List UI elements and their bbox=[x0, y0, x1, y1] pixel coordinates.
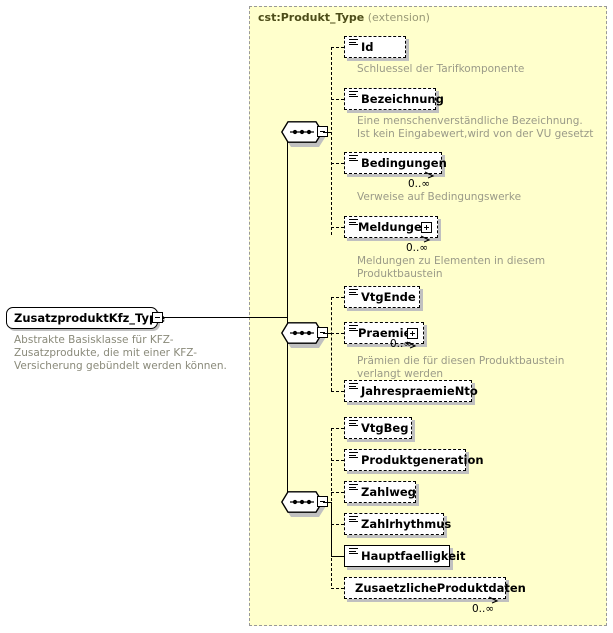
element-label-bedingungen: Bedingungen bbox=[361, 156, 447, 170]
sequence-2-icon bbox=[281, 322, 323, 344]
element-box-vtgende[interactable]: VtgEnde bbox=[344, 286, 420, 308]
root-connector-line bbox=[163, 317, 287, 318]
element-label-vtgbeg: VtgBeg bbox=[361, 421, 409, 435]
element-box-zahlweg[interactable]: Zahlweg bbox=[344, 481, 416, 503]
branch-to-zusaetzlicheproduktdaten bbox=[331, 588, 344, 589]
element-label-produktgeneration: Produktgeneration bbox=[361, 453, 484, 467]
extension-type-title: cst:Produkt_Type (extension) bbox=[258, 11, 430, 24]
element-glyph-icon bbox=[349, 155, 358, 163]
branch-to-zahlrhythmus bbox=[331, 524, 344, 525]
element-glyph-icon bbox=[349, 484, 358, 492]
element-glyph-icon bbox=[349, 516, 358, 524]
occurrence-label-praemie: 0..∞ bbox=[390, 338, 413, 350]
element-box-bedingungen[interactable]: Bedingungen bbox=[344, 152, 447, 174]
element-box-jahrespraemiento[interactable]: JahrespraemieNto bbox=[344, 380, 478, 402]
sequence-compositor-1[interactable] bbox=[281, 121, 328, 147]
element-box-meldungen[interactable]: Meldungen bbox=[344, 216, 438, 238]
element-glyph-icon bbox=[349, 219, 358, 227]
element-label-meldungen: Meldungen bbox=[358, 220, 431, 234]
element-glyph-icon bbox=[349, 91, 358, 99]
sequence-compositor-2[interactable] bbox=[281, 322, 328, 348]
branch-to-meldungen bbox=[331, 227, 344, 228]
element-description-praemie: Prämien die für diesen Produktbaustein v… bbox=[357, 355, 565, 380]
repeat-chevron-icon-praemie bbox=[406, 341, 417, 349]
element-label-praemie: Praemie bbox=[358, 326, 412, 340]
branch-to-vtgbeg bbox=[331, 428, 344, 429]
element-label-id: Id bbox=[361, 40, 374, 54]
element-glyph-icon bbox=[349, 548, 358, 556]
element-description-bedingungen: Verweise auf Bedingungswerke bbox=[357, 191, 522, 203]
branch-to-produktgeneration bbox=[331, 460, 344, 461]
sequence-3-collapse-toggle-icon[interactable] bbox=[317, 496, 328, 507]
element-box-vtgbeg[interactable]: VtgBeg bbox=[344, 417, 412, 439]
element-glyph-icon bbox=[349, 383, 358, 391]
sequence-2-branch-vertical bbox=[331, 297, 332, 391]
trunk-vertical-line bbox=[287, 132, 288, 502]
element-label-zahlweg: Zahlweg bbox=[361, 485, 416, 499]
root-type-node[interactable]: ZusatzproduktKfz_Type bbox=[6, 307, 165, 329]
root-type-description: Abstrakte Basisklasse für KFZ-Zusatzprod… bbox=[14, 334, 227, 372]
sequence-3-branch-vertical-required bbox=[331, 502, 332, 554]
element-expand-toggle-icon-meldungen[interactable] bbox=[421, 222, 432, 233]
sequence-3-icon bbox=[281, 491, 323, 513]
element-box-praemie[interactable]: Praemie bbox=[344, 322, 424, 344]
element-glyph-icon bbox=[349, 420, 358, 428]
branch-to-praemie bbox=[331, 333, 344, 334]
element-description-id: Schluessel der Tarifkomponente bbox=[357, 63, 525, 75]
occurrence-label-bedingungen: 0..∞ bbox=[408, 178, 431, 190]
element-box-hauptfaelligkeit[interactable]: Hauptfaelligkeit bbox=[344, 545, 466, 567]
repeat-chevron-icon-zusaetzlicheproduktdaten bbox=[488, 596, 499, 604]
element-box-produktgeneration[interactable]: Produktgeneration bbox=[344, 449, 484, 471]
occurrence-label-zusaetzlicheproduktdaten: 0..∞ bbox=[472, 603, 495, 615]
occurrence-label-meldungen: 0..∞ bbox=[406, 242, 429, 254]
branch-to-vtgende bbox=[331, 297, 344, 298]
element-expand-toggle-icon-praemie[interactable] bbox=[407, 328, 418, 339]
element-glyph-icon bbox=[349, 452, 358, 460]
element-label-jahrespraemiento: JahrespraemieNto bbox=[361, 384, 478, 398]
branch-to-id bbox=[331, 47, 344, 48]
element-description-bezeichnung: Eine menschenverständliche Bezeichnung. … bbox=[357, 115, 594, 140]
element-box-zahlrhythmus[interactable]: Zahlrhythmus bbox=[344, 513, 451, 535]
repeat-chevron-icon-bedingungen bbox=[424, 171, 435, 179]
element-label-vtgende: VtgEnde bbox=[361, 290, 416, 304]
sequence-compositor-3[interactable] bbox=[281, 491, 328, 517]
sequence-1-branch-vertical bbox=[331, 47, 332, 235]
branch-to-bezeichnung bbox=[331, 99, 344, 100]
element-label-hauptfaelligkeit: Hauptfaelligkeit bbox=[361, 549, 466, 563]
branch-to-jahrespraemiento bbox=[331, 391, 344, 392]
element-glyph-icon bbox=[349, 325, 358, 333]
branch-to-zahlweg bbox=[331, 492, 344, 493]
element-label-bezeichnung: Bezeichnung bbox=[361, 92, 444, 106]
branch-to-bedingungen bbox=[331, 163, 344, 164]
element-description-meldungen: Meldungen zu Elementen in diesem Produkt… bbox=[357, 255, 546, 280]
extension-type-name: cst:Produkt_Type bbox=[258, 11, 365, 24]
element-box-bezeichnung[interactable]: Bezeichnung bbox=[344, 88, 444, 110]
root-collapse-toggle-icon[interactable] bbox=[152, 312, 163, 323]
branch-to-hauptfaelligkeit bbox=[331, 556, 344, 557]
element-glyph-icon bbox=[349, 39, 358, 47]
element-glyph-icon bbox=[349, 289, 358, 297]
sequence-2-out-stem bbox=[323, 333, 331, 334]
repeat-chevron-icon-meldungen bbox=[420, 235, 431, 243]
sequence-1-collapse-toggle-icon[interactable] bbox=[317, 126, 328, 137]
sequence-2-collapse-toggle-icon[interactable] bbox=[317, 327, 328, 338]
extension-kind-label: (extension) bbox=[367, 11, 430, 24]
element-label-zusaetzlicheproduktdaten: ZusaetzlicheProduktdaten bbox=[355, 581, 526, 595]
element-label-zahlrhythmus: Zahlrhythmus bbox=[361, 517, 452, 531]
sequence-3-out-stem bbox=[323, 502, 331, 503]
element-box-id[interactable]: Id bbox=[344, 36, 406, 58]
sequence-1-icon bbox=[281, 121, 323, 143]
sequence-1-out-stem bbox=[323, 132, 331, 133]
element-box-zusaetzlicheproduktdaten[interactable]: ZusaetzlicheProduktdaten bbox=[344, 577, 526, 599]
root-type-label: ZusatzproduktKfz_Type bbox=[14, 311, 166, 325]
